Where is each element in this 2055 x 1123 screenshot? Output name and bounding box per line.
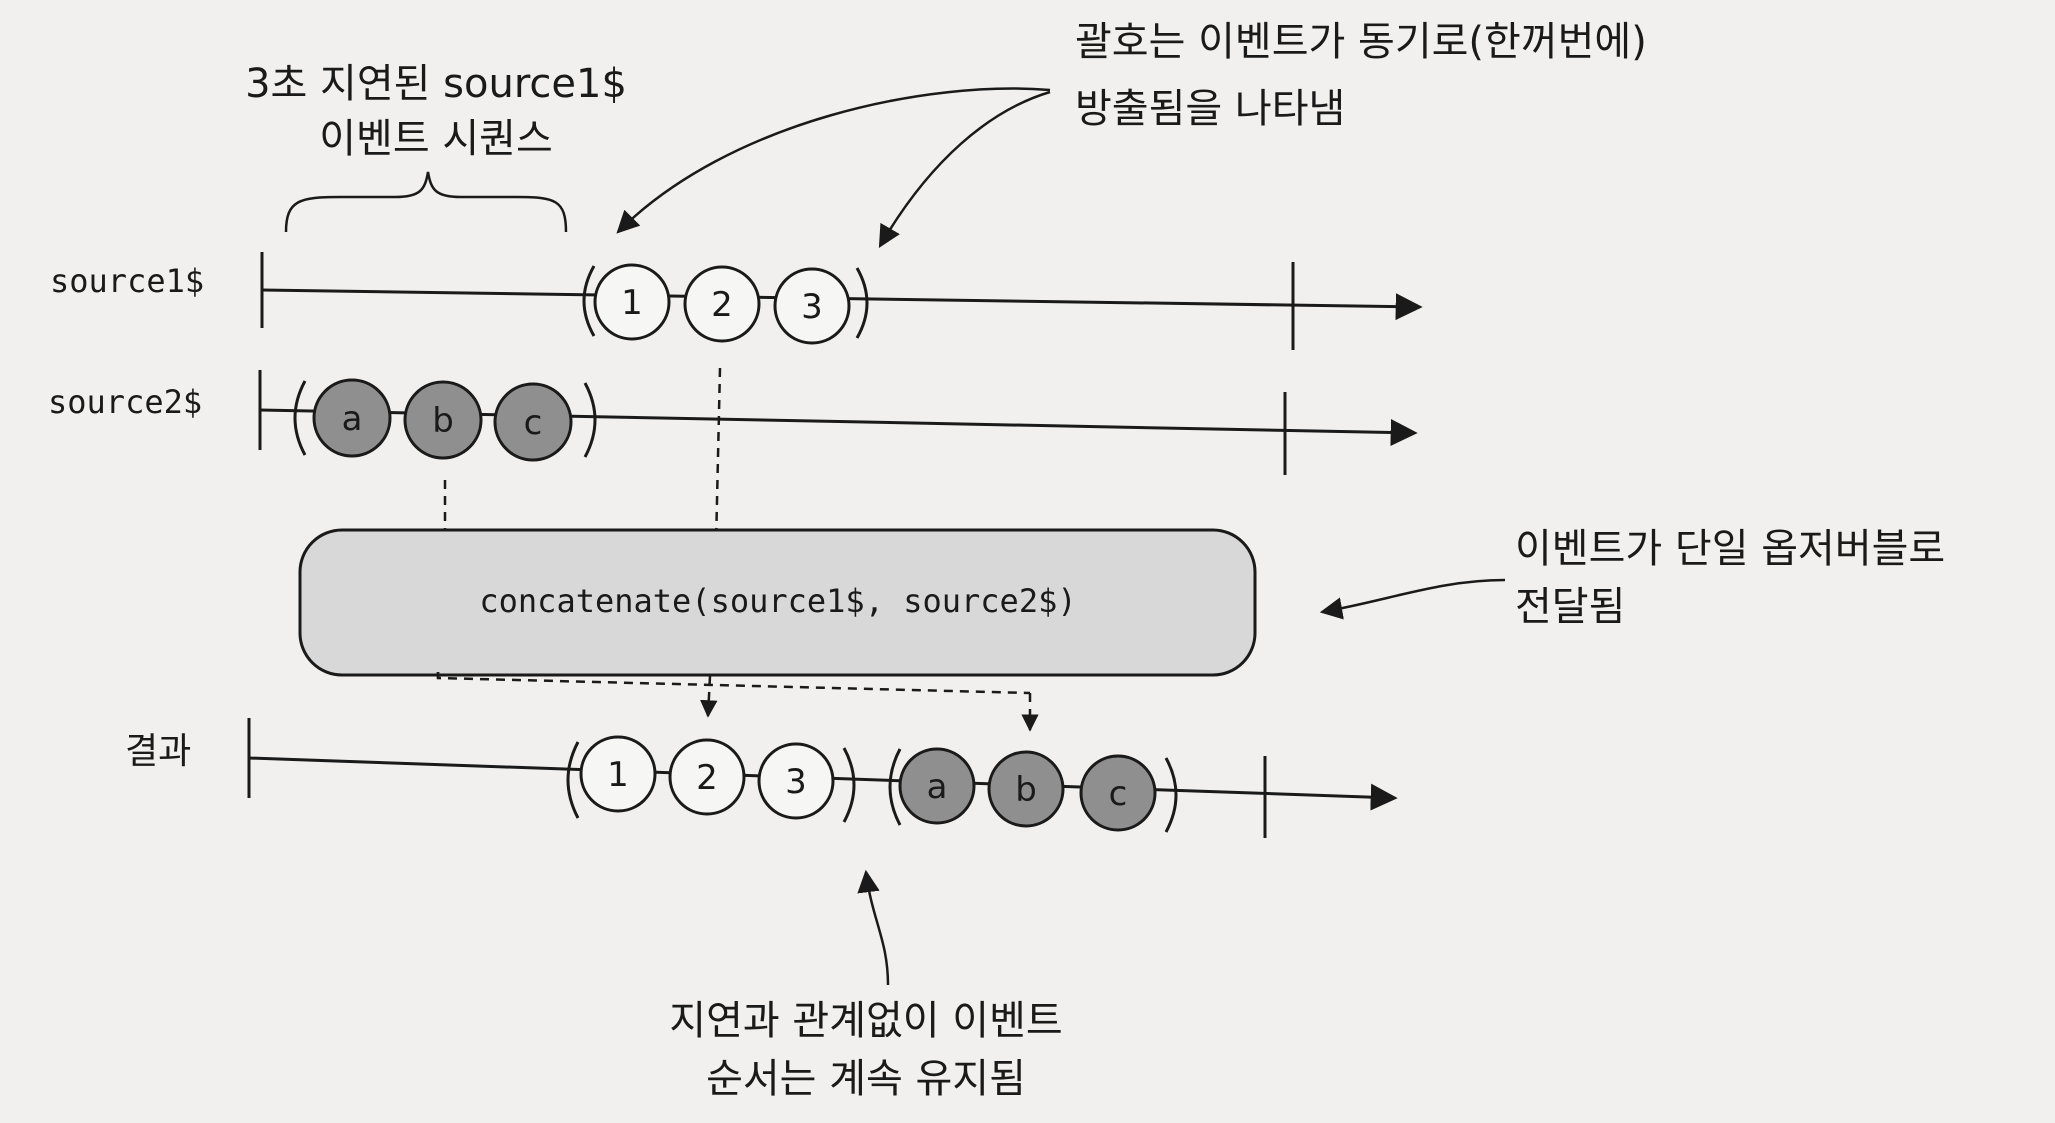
marble-a xyxy=(312,378,392,458)
marble-3 xyxy=(757,742,835,820)
delay-annotation-line2: 이벤트 시퀀스 xyxy=(319,116,553,162)
parens-annotation-line2: 방출됨을 나타냄 xyxy=(1075,86,1345,132)
marble-1 xyxy=(593,263,671,341)
marble-label-c: c xyxy=(1109,774,1128,814)
marble-2 xyxy=(683,265,761,343)
marble-label-1: 1 xyxy=(621,283,643,323)
single-observable-arrow xyxy=(1319,578,1506,620)
marble-label-2: 2 xyxy=(711,285,733,325)
marble-a xyxy=(898,747,976,825)
source1-timeline: 1 2 3 xyxy=(260,252,1423,350)
source2-label: source2$ xyxy=(48,383,202,421)
marble-label-a: a xyxy=(342,399,363,439)
operator-text: concatenate(source1$, source2$) xyxy=(479,582,1076,620)
marble-label-b: b xyxy=(1015,770,1037,810)
source1-label: source1$ xyxy=(50,262,204,300)
order-annotation-line1: 지연과 관계없이 이벤트 xyxy=(669,998,1062,1044)
order-annotation-line2: 순서는 계속 유지됨 xyxy=(706,1056,1026,1102)
delay-brace xyxy=(284,171,568,233)
parens-arrow-right xyxy=(878,90,1051,248)
result-label: 결과 xyxy=(125,731,191,772)
result-timeline: 1 2 3 a b c xyxy=(247,718,1398,838)
marble-label-2: 2 xyxy=(696,758,718,798)
concatenate-operator: concatenate(source1$, source2$) xyxy=(298,528,1257,677)
marble-label-b: b xyxy=(432,401,454,441)
source1-connector xyxy=(714,367,722,546)
order-arrow xyxy=(857,869,890,986)
delay-annotation-line1: 3초 지연된 source1$ xyxy=(245,61,627,107)
source2-marbles: a b c xyxy=(312,378,573,462)
single-observable-line2: 전달됨 xyxy=(1515,584,1625,630)
marble-b xyxy=(403,380,483,460)
marble-1 xyxy=(579,735,657,813)
result-marbles: 1 2 3 a b c xyxy=(579,735,1157,832)
parens-annotation-line1: 괄호는 이벤트가 동기로(한꺼번에) xyxy=(1075,19,1647,65)
marble-c xyxy=(493,382,573,462)
marble-label-3: 3 xyxy=(801,287,823,327)
source2-timeline: a b c xyxy=(258,370,1418,475)
parens-arrow-left xyxy=(616,87,1051,234)
marble-b xyxy=(987,750,1065,828)
marble-label-3: 3 xyxy=(785,762,807,802)
marble-label-1: 1 xyxy=(607,755,629,795)
marble-c xyxy=(1079,754,1157,832)
marble-label-c: c xyxy=(524,403,543,443)
marble-label-a: a xyxy=(927,767,948,807)
marble-3 xyxy=(773,267,851,345)
source1-marbles: 1 2 3 xyxy=(593,263,851,345)
result-connectors xyxy=(436,672,1039,732)
marble-2 xyxy=(668,738,746,816)
single-observable-line1: 이벤트가 단일 옵저버블로 xyxy=(1515,526,1945,572)
